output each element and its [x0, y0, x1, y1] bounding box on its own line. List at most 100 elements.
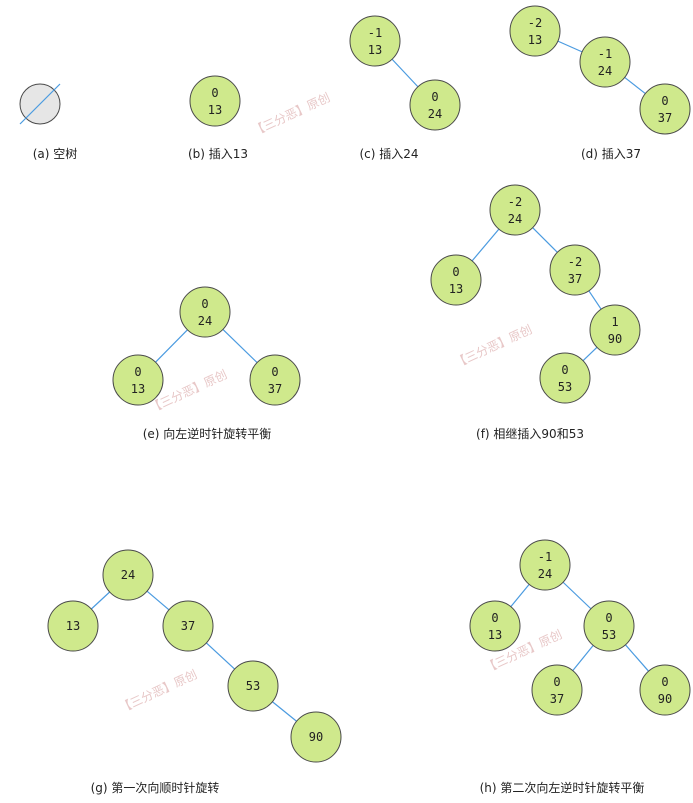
node-circle: [519, 539, 571, 591]
balance-factor: -2: [568, 255, 582, 269]
edge-n24-n13: [510, 583, 530, 608]
tree-node-13: -113: [349, 15, 401, 67]
edge-n24-n37: [146, 590, 170, 611]
node-circle: [639, 83, 691, 135]
edge-n53-n37: [572, 645, 594, 671]
node-key: 13: [528, 33, 542, 47]
edge-n24-n53: [562, 581, 592, 610]
edge-n90-n53: [582, 346, 598, 362]
edge-n24-n37: [222, 328, 258, 364]
panel-caption: (c) 插入24: [359, 147, 418, 161]
node-key: 53: [246, 679, 260, 693]
tree-node-37: 037: [639, 83, 691, 135]
watermark-text: 【三分恶】原创: [452, 322, 534, 370]
node-circle: [579, 36, 631, 88]
panel-caption: (d) 插入37: [581, 147, 641, 161]
tree-node-24: -224: [489, 184, 541, 236]
balance-factor: -2: [528, 16, 542, 30]
panel-caption: (b) 插入13: [188, 147, 248, 161]
balance-factor: 0: [661, 94, 668, 108]
node-circle: [469, 600, 521, 652]
tree-node-37: 37: [162, 600, 214, 652]
tree-node-13: 13: [47, 600, 99, 652]
tree-node-37: -237: [549, 244, 601, 296]
edge-n53-n90: [625, 644, 649, 672]
node-key: 24: [121, 568, 135, 582]
node-circle: [409, 79, 461, 131]
panel-g: 24 13 37 53 90 (g) 第一次向顺时针旋转: [47, 549, 342, 795]
node-key: 37: [268, 382, 282, 396]
node-key: 53: [602, 628, 616, 642]
node-key: 13: [449, 282, 463, 296]
node-circle: [539, 352, 591, 404]
node-key: 37: [568, 272, 582, 286]
balance-factor: 0: [431, 90, 438, 104]
balance-factor: 0: [605, 611, 612, 625]
balance-factor: 0: [271, 365, 278, 379]
node-key: 13: [208, 103, 222, 117]
balance-factor: -2: [508, 195, 522, 209]
edge-n24-n13: [90, 591, 111, 610]
node-key: 13: [66, 619, 80, 633]
node-key: 24: [598, 64, 612, 78]
node-circle: [549, 244, 601, 296]
tree-node-53: 053: [539, 352, 591, 404]
node-key: 24: [538, 567, 552, 581]
tree-node-13: 013: [112, 354, 164, 406]
edge-n37-n90: [588, 290, 602, 310]
node-circle: [583, 600, 635, 652]
edge-n37-n53: [205, 642, 236, 670]
balance-factor: 1: [611, 315, 618, 329]
balance-factor: 0: [553, 675, 560, 689]
panel-b: 0 13 (b) 插入13: [188, 75, 248, 161]
balance-factor: 0: [491, 611, 498, 625]
node-circle: [47, 600, 99, 652]
edge-n24-n37: [532, 227, 558, 253]
node-key: 53: [558, 380, 572, 394]
edge-n13-n24: [557, 40, 583, 53]
panel-caption: (g) 第一次向顺时针旋转: [91, 780, 220, 795]
tree-node-24: -124: [579, 36, 631, 88]
balance-factor: 0: [134, 365, 141, 379]
node-key: 24: [428, 107, 442, 121]
balance-factor: 0: [561, 363, 568, 377]
tree-node-53: 53: [227, 660, 279, 712]
node-circle: [430, 254, 482, 306]
balance-factor: -1: [598, 47, 612, 61]
tree-node-53: 053: [583, 600, 635, 652]
node-circle: [639, 664, 691, 716]
node-key: 90: [608, 332, 622, 346]
node-key: 90: [309, 730, 323, 744]
tree-node-13: 013: [469, 600, 521, 652]
node-key: 13: [131, 382, 145, 396]
tree-node-24: 024: [409, 79, 461, 131]
panel-a: (a) 空树: [19, 83, 77, 161]
watermark-text: 【三分恶】原创: [250, 90, 332, 138]
balance-factor: 0: [211, 86, 218, 100]
node-key: 13: [488, 628, 502, 642]
node-key: 37: [550, 692, 564, 706]
tree-node-24: 024: [179, 286, 231, 338]
empty-tree-slash: [19, 83, 61, 125]
node-key: 90: [658, 692, 672, 706]
panel-caption: (h) 第二次向左逆时针旋转平衡: [480, 780, 645, 795]
node-circle: [589, 304, 641, 356]
node-circle: [227, 660, 279, 712]
node-key: 24: [198, 314, 212, 328]
tree-node-24: -124: [519, 539, 571, 591]
node-key: 13: [368, 43, 382, 57]
panel-caption: (e) 向左逆时针旋转平衡: [143, 426, 272, 441]
balance-factor: -1: [538, 550, 552, 564]
node-circle: [179, 286, 231, 338]
node-circle: [489, 184, 541, 236]
edge-n13-n24: [391, 58, 419, 88]
tree-node-90: 190: [589, 304, 641, 356]
edge-n53-n90: [272, 701, 297, 722]
edge-n24-n13: [471, 228, 500, 262]
tree-node-90: 90: [290, 711, 342, 763]
node-circle: [531, 664, 583, 716]
balance-factor: 0: [661, 675, 668, 689]
